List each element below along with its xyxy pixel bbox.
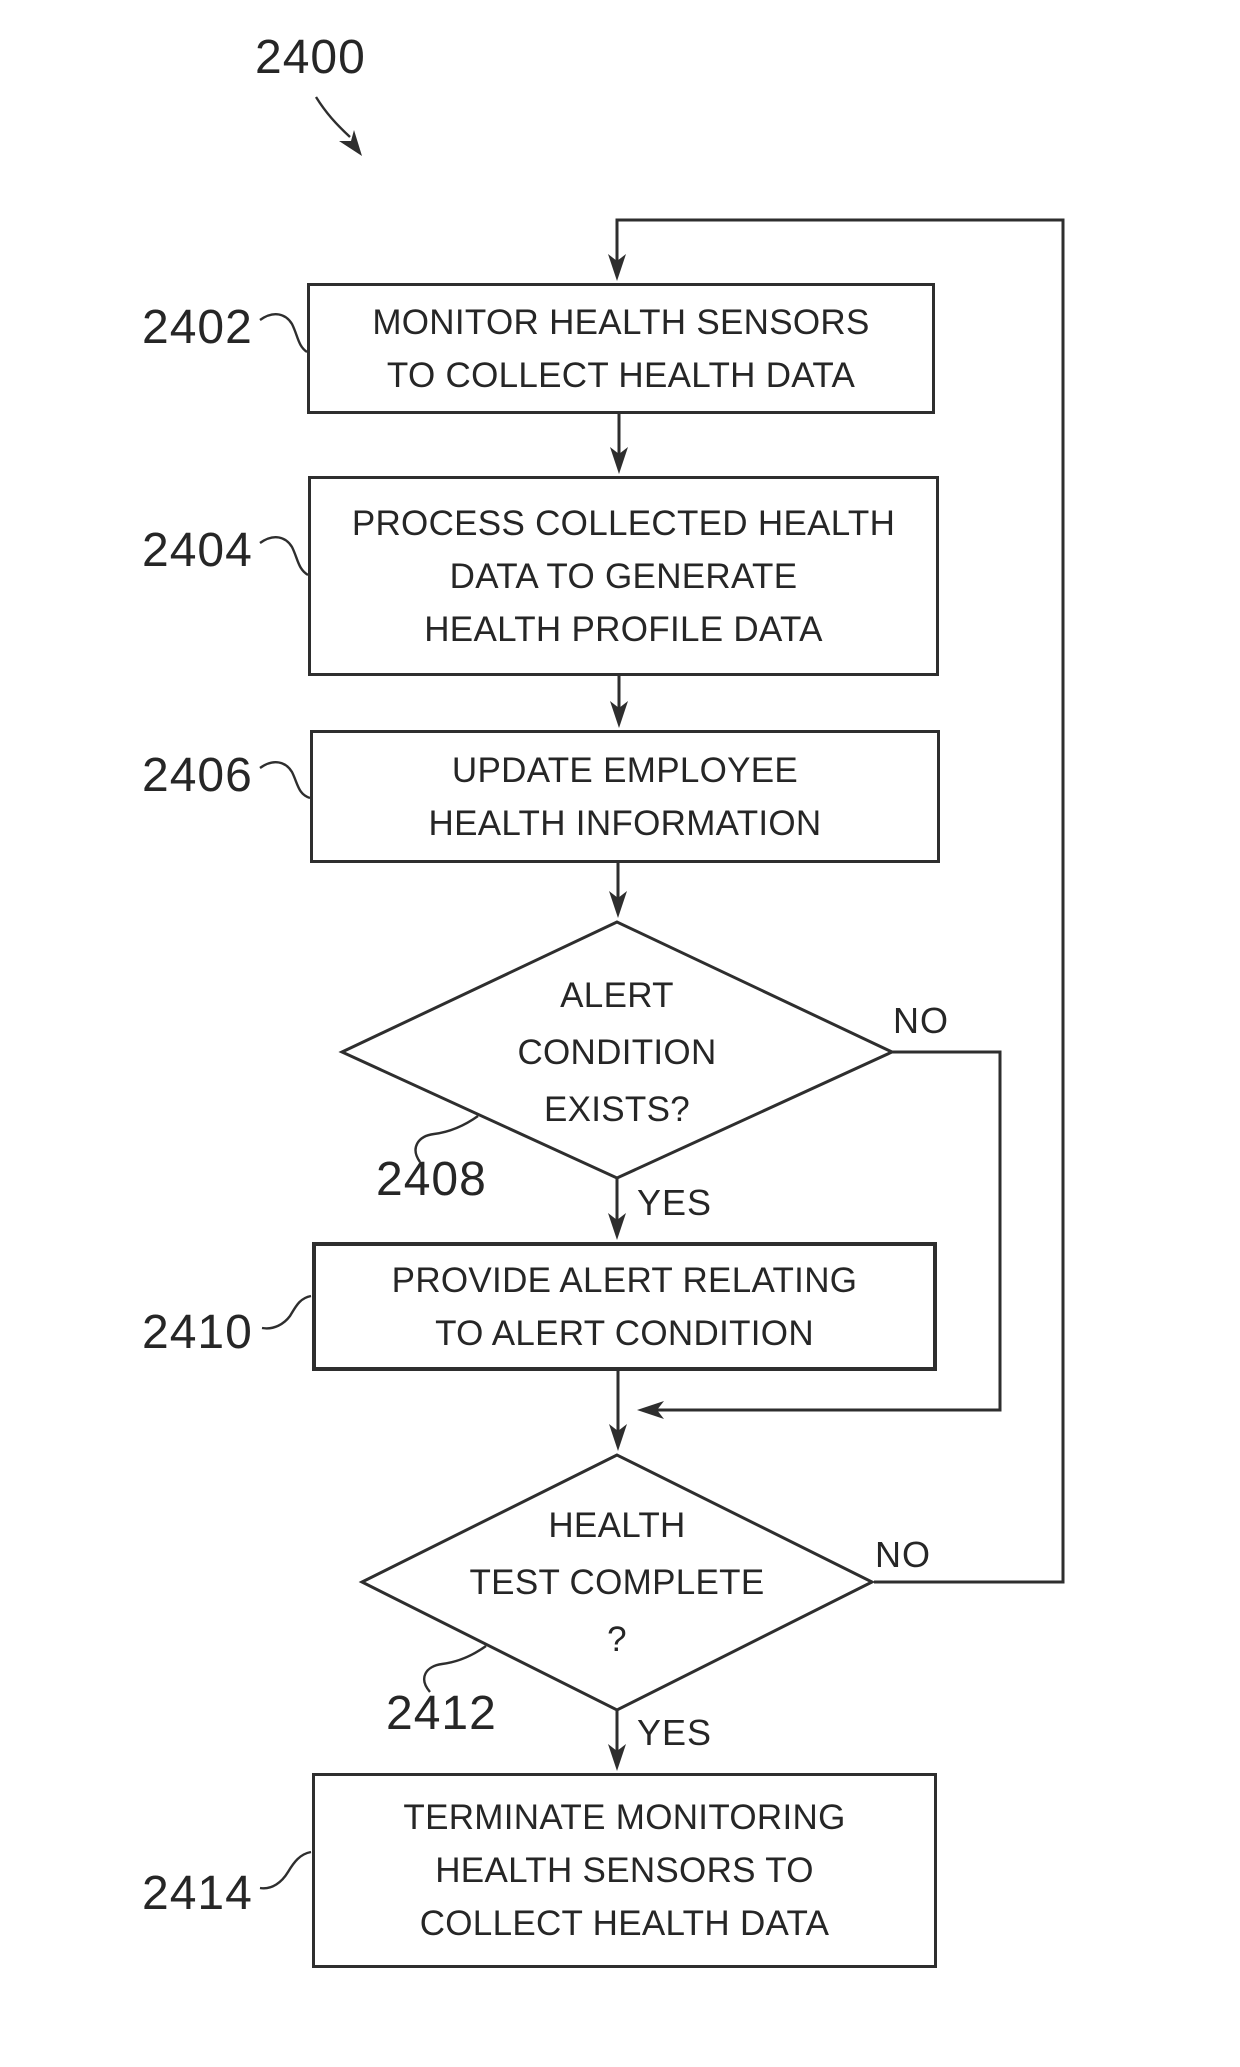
arrowhead-into-2406 <box>610 701 628 728</box>
arrowhead-into-2404 <box>610 447 628 474</box>
process-2414-line1: TERMINATE MONITORING <box>403 1798 846 1837</box>
ref-label-2406: 2406 <box>142 749 253 802</box>
no-loop-2408-line <box>650 1050 1002 1412</box>
decision-2408: ALERT CONDITION EXISTS? <box>342 967 892 1138</box>
arrowhead-into-2410 <box>608 1213 626 1240</box>
leader-2402 <box>259 313 308 353</box>
leader-2414 <box>259 1850 312 1890</box>
leader-2404 <box>259 536 309 577</box>
process-2402-line2: TO COLLECT HEALTH DATA <box>386 355 856 395</box>
decision-2408-line2: CONDITION <box>517 1033 717 1072</box>
process-2414-line2: HEALTH SENSORS TO <box>435 1851 814 1890</box>
process-2404: PROCESS COLLECTED HEALTH DATA TO GENERAT… <box>308 476 939 676</box>
arrowhead-no-join <box>637 1401 664 1419</box>
process-2406: UPDATE EMPLOYEE HEALTH INFORMATION <box>310 730 940 863</box>
arrowhead-into-2402 <box>608 254 626 281</box>
decision-2412: HEALTH TEST COMPLETE ? <box>362 1495 872 1669</box>
outer-loop-line <box>615 218 1065 1584</box>
decision-2412-line2: TEST COMPLETE <box>469 1562 765 1602</box>
process-2410-line2: TO ALERT CONDITION <box>435 1313 814 1353</box>
decision-2412-line3: ? <box>607 1619 627 1659</box>
process-2414: TERMINATE MONITORING HEALTH SENSORS TO C… <box>312 1773 937 1968</box>
ref-label-2412: 2412 <box>386 1687 497 1740</box>
arrowhead-into-2408 <box>609 891 627 918</box>
process-2402-line1: MONITOR HEALTH SENSORS <box>372 302 870 342</box>
process-2404-line2: DATA TO GENERATE <box>449 556 798 596</box>
process-2404-line1: PROCESS COLLECTED HEALTH <box>351 503 896 543</box>
branch-no-2412: NO <box>875 1534 931 1575</box>
branch-yes-2412: YES <box>637 1712 713 1753</box>
arrowhead-into-2412 <box>609 1424 627 1451</box>
ref-label-2404: 2404 <box>142 524 253 577</box>
decision-2412-line1: HEALTH <box>548 1505 686 1545</box>
process-2406-line2: HEALTH INFORMATION <box>428 803 822 843</box>
decision-2408-shape <box>338 920 896 1180</box>
figure-ref-label: 2400 <box>255 31 366 84</box>
ref-label-2408: 2408 <box>376 1153 487 1206</box>
decision-2412-shape <box>358 1453 876 1712</box>
arrowhead-leader-2400 <box>339 130 362 156</box>
decision-2408-line3: EXISTS? <box>543 1090 691 1129</box>
ref-label-2414: 2414 <box>142 1867 253 1920</box>
leader-2400 <box>314 96 351 138</box>
leader-2410 <box>261 1294 312 1330</box>
ref-label-2402: 2402 <box>142 301 253 354</box>
process-2410-line1: PROVIDE ALERT RELATING <box>391 1260 858 1300</box>
arrowhead-into-2414 <box>608 1744 626 1771</box>
process-2414-line3: COLLECT HEALTH DATA <box>419 1904 830 1943</box>
leader-2406 <box>259 761 311 800</box>
leader-2412 <box>423 1645 487 1693</box>
process-2406-line1: UPDATE EMPLOYEE <box>451 750 799 790</box>
branch-yes-2408: YES <box>637 1182 713 1223</box>
process-2402: MONITOR HEALTH SENSORS TO COLLECT HEALTH… <box>307 283 935 414</box>
decision-2408-line1: ALERT <box>560 976 674 1015</box>
ref-label-2410: 2410 <box>142 1306 253 1359</box>
leader-2408 <box>414 1115 479 1163</box>
process-2410: PROVIDE ALERT RELATING TO ALERT CONDITIO… <box>312 1242 937 1371</box>
process-2404-line3: HEALTH PROFILE DATA <box>424 609 823 649</box>
branch-no-2408: NO <box>893 1000 949 1041</box>
